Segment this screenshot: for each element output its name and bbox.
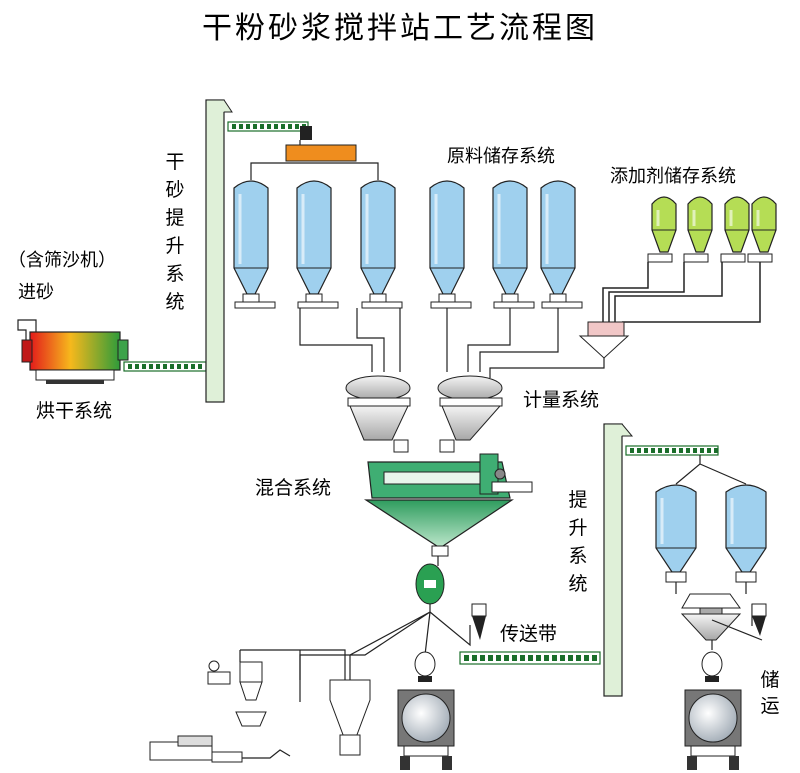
top-feed-conveyor [227,121,312,140]
feed-distribution-hopper [250,140,379,180]
sand-input-label: 进砂 [18,282,54,303]
svg-text:系: 系 [568,545,587,567]
metering-system-label: 计量系统 [523,389,599,411]
sand-machine-label: （含筛沙机） [8,250,116,271]
raw-silo-4 [429,180,472,309]
drying-system-label: 烘干系统 [36,400,112,422]
additive-storage-label: 添加剂储存系统 [610,166,736,187]
product-silo-feed-lines [675,455,747,485]
diagram-title: 干粉砂浆搅拌站工艺流程图 [202,11,598,46]
elevator-system-label: 提 升 系 统 [568,489,587,595]
svg-text:升: 升 [165,235,184,257]
additive-silo-3 [720,196,750,263]
svg-text:升: 升 [568,517,587,539]
svg-text:系: 系 [165,263,184,285]
svg-text:提: 提 [165,207,184,229]
product-distribution-lines [299,611,471,702]
product-silos [655,484,767,583]
packing-equipment [149,649,371,763]
additive-feed-lines [602,262,761,323]
drying-system [21,331,129,384]
bulk-truck-1 [397,651,455,770]
weigh-hopper-right [437,375,503,453]
dry-sand-elevator [205,99,233,403]
raw-silo-5 [492,180,535,309]
weigh-hopper-left [345,375,411,453]
conveyor-belt [459,651,601,665]
additive-silo-2 [683,196,713,263]
additive-weigh-scale [489,321,630,378]
raw-silo-6 [540,180,583,309]
top-product-conveyor [625,445,719,456]
svg-text:干: 干 [165,151,184,173]
svg-text:统: 统 [568,573,587,595]
raw-silo-3 [360,180,403,309]
product-silo-2 [725,484,767,583]
conveyor-belt-label: 传送带 [500,623,557,645]
loading-spout-1 [471,603,487,640]
raw-silo-1 [233,180,276,309]
additive-silo-4 [747,196,777,263]
bulk-truck-2 [684,651,742,770]
raw-material-silos [233,180,583,309]
mixer [363,453,533,557]
svg-text:统: 统 [165,291,184,313]
svg-text:提: 提 [568,489,587,511]
dryer-outlet-conveyor [123,361,207,372]
rotary-valve [415,556,445,612]
mixing-system-label: 混合系统 [255,477,331,499]
svg-text:砂: 砂 [165,179,184,201]
storage-transport-label: 储 运 [760,669,779,717]
raw-storage-label: 原料储存系统 [447,146,555,167]
product-packing-scale [675,582,767,650]
raw-silo-2 [296,180,339,309]
additive-silos [647,196,777,263]
raw-silo-feed-lines [299,308,559,372]
dry-sand-elevator-label: 干 砂 提 升 系 统 [165,151,184,313]
product-elevator [603,423,634,697]
svg-text:储: 储 [760,669,779,691]
additive-silo-1 [647,196,677,263]
svg-text:运: 运 [760,695,779,717]
product-silo-1 [655,484,697,583]
